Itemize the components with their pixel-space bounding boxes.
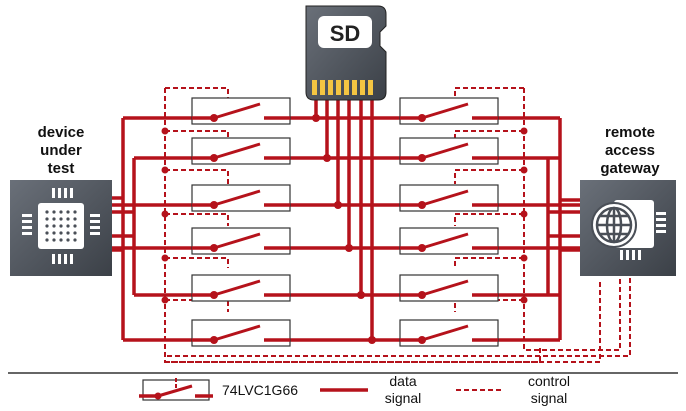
analog-switch-array	[191, 97, 499, 347]
analog-switch-4	[191, 227, 291, 255]
analog-switch-6	[191, 319, 291, 347]
device-label-line2: under	[40, 142, 82, 159]
junction-dots	[161, 114, 528, 344]
analog-switch-9	[399, 184, 499, 212]
legend-control-line1: control	[528, 373, 570, 389]
device-label-line3: test	[48, 160, 75, 177]
analog-switch-7	[399, 97, 499, 125]
analog-switch-3	[191, 184, 291, 212]
microchip-icon	[22, 188, 100, 264]
analog-switch-10	[399, 227, 499, 255]
device-under-test: device under test	[10, 124, 112, 276]
analog-switch-2	[191, 137, 291, 165]
legend-switch-label: 74LVC1G66	[222, 382, 298, 398]
sd-card-icon: SD	[305, 5, 387, 101]
globe-icon	[591, 200, 666, 260]
data-signal-lines	[112, 100, 580, 342]
gateway-label-line1: remote	[605, 124, 655, 141]
legend-switch-symbol	[139, 378, 213, 401]
remote-access-gateway: remote access gateway	[580, 124, 676, 276]
sd-card-label: SD	[330, 21, 361, 46]
legend-data-line2: signal	[385, 390, 422, 406]
legend-control-line2: signal	[531, 390, 568, 406]
analog-switch-1	[191, 97, 291, 125]
device-label-line1: device	[38, 124, 85, 141]
legend: 74LVC1G66 data signal control signal	[139, 373, 570, 406]
legend-data-line1: data	[389, 373, 416, 389]
gateway-label-line2: access	[605, 142, 655, 159]
analog-switch-12	[399, 319, 499, 347]
analog-switch-8	[399, 137, 499, 165]
analog-switch-5	[191, 274, 291, 302]
analog-switch-11	[399, 274, 499, 302]
gateway-label-line3: gateway	[600, 160, 660, 177]
